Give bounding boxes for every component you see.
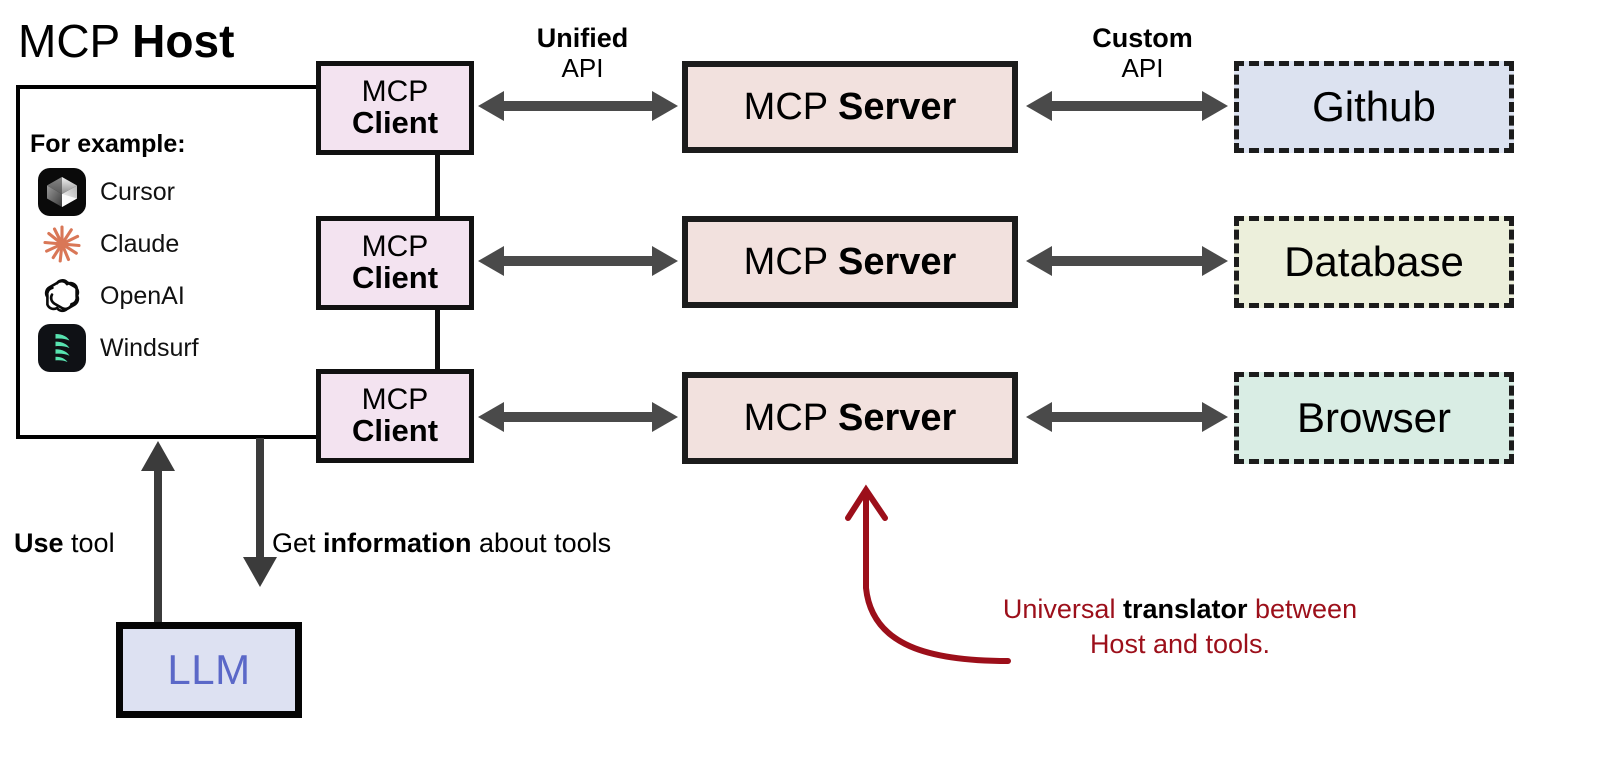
connection-label-top: Custom (1092, 23, 1193, 53)
list-item-label: Cursor (100, 177, 176, 206)
client-link-1-2 (435, 155, 440, 217)
list-item-label: Windsurf (100, 333, 199, 362)
flow-label-rest: tool (63, 528, 115, 558)
flow-label-bold: Use (14, 528, 64, 558)
connection-label-custom-api: Custom API (1060, 23, 1225, 83)
annotation-line2: Host and tools. (1089, 628, 1271, 659)
cursor-icon (38, 168, 86, 216)
list-item-label: OpenAI (100, 281, 185, 310)
tool-box-label: Database (1284, 238, 1464, 285)
annotation-line1-bold: translator (1122, 594, 1248, 624)
connection-label-top: Unified (536, 23, 629, 53)
arrow-client-server-1 (478, 91, 678, 121)
for-example-label: For example: (30, 130, 186, 158)
mcp-client-label-line2: Client (351, 260, 439, 296)
tool-box-browser[interactable]: Browser (1234, 372, 1514, 464)
arrow-get-information-down (243, 438, 277, 587)
tool-box-github[interactable]: Github (1234, 61, 1514, 153)
mcp-client-box-2[interactable]: MCP Client (316, 216, 474, 310)
example-apps-list: Cursor (38, 166, 199, 374)
tool-box-label: Browser (1296, 394, 1452, 441)
mcp-server-label: MCP Server (743, 85, 957, 128)
mcp-host-title-bold: Host (132, 15, 235, 67)
openai-icon (38, 272, 86, 320)
list-item: Windsurf (38, 322, 199, 374)
tool-box-database[interactable]: Database (1234, 216, 1514, 308)
mcp-client-label-line1: MCP (361, 229, 429, 263)
client-link-2-3 (435, 307, 440, 369)
list-item-label: Claude (100, 229, 180, 258)
mcp-server-label: MCP Server (743, 396, 957, 439)
mcp-client-label-line2: Client (351, 413, 439, 449)
mcp-server-box-2[interactable]: MCP Server (682, 216, 1018, 308)
mcp-server-label: MCP Server (743, 240, 957, 283)
annotation-line1-post: between (1247, 594, 1358, 624)
mcp-client-label-line1: MCP (361, 74, 429, 108)
mcp-host-title: MCP Host (18, 18, 234, 64)
flow-label-bold: information (323, 528, 472, 558)
mcp-server-box-1[interactable]: MCP Server (682, 61, 1018, 153)
annotation-line1-pre: Universal (1002, 594, 1123, 624)
connection-label-unified-api: Unified API (500, 23, 665, 83)
mcp-client-box-1[interactable]: MCP Client (316, 61, 474, 155)
arrow-use-tool-up (141, 441, 175, 638)
mcp-host-title-regular: MCP (18, 15, 133, 67)
connection-label-bottom: API (561, 52, 604, 83)
mcp-client-box-3[interactable]: MCP Client (316, 369, 474, 463)
mcp-client-label-line1: MCP (361, 382, 429, 416)
flow-label-get-information: Get information about tools (272, 530, 611, 557)
annotation-note: Universal translator between Host and to… (955, 592, 1405, 661)
flow-label-use-tool: Use tool (14, 530, 115, 557)
arrow-client-server-2 (478, 246, 678, 276)
list-item: Cursor (38, 166, 199, 218)
list-item: OpenAI (38, 270, 199, 322)
arrow-server-tool-3 (1026, 402, 1228, 432)
arrow-client-server-3 (478, 402, 678, 432)
annotation-arrow-icon (845, 484, 1011, 664)
mcp-server-box-3[interactable]: MCP Server (682, 372, 1018, 464)
windsurf-icon (38, 324, 86, 372)
llm-label: LLM (167, 646, 251, 693)
flow-label-post: about tools (471, 528, 612, 558)
tool-box-label: Github (1312, 83, 1436, 130)
list-item: Claude (38, 218, 199, 270)
connection-label-bottom: API (1121, 52, 1164, 83)
arrow-server-tool-1 (1026, 91, 1228, 121)
claude-icon (38, 220, 86, 268)
flow-label-pre: Get (272, 528, 324, 558)
llm-box[interactable]: LLM (116, 622, 302, 718)
arrow-server-tool-2 (1026, 246, 1228, 276)
mcp-client-label-line2: Client (351, 105, 439, 141)
